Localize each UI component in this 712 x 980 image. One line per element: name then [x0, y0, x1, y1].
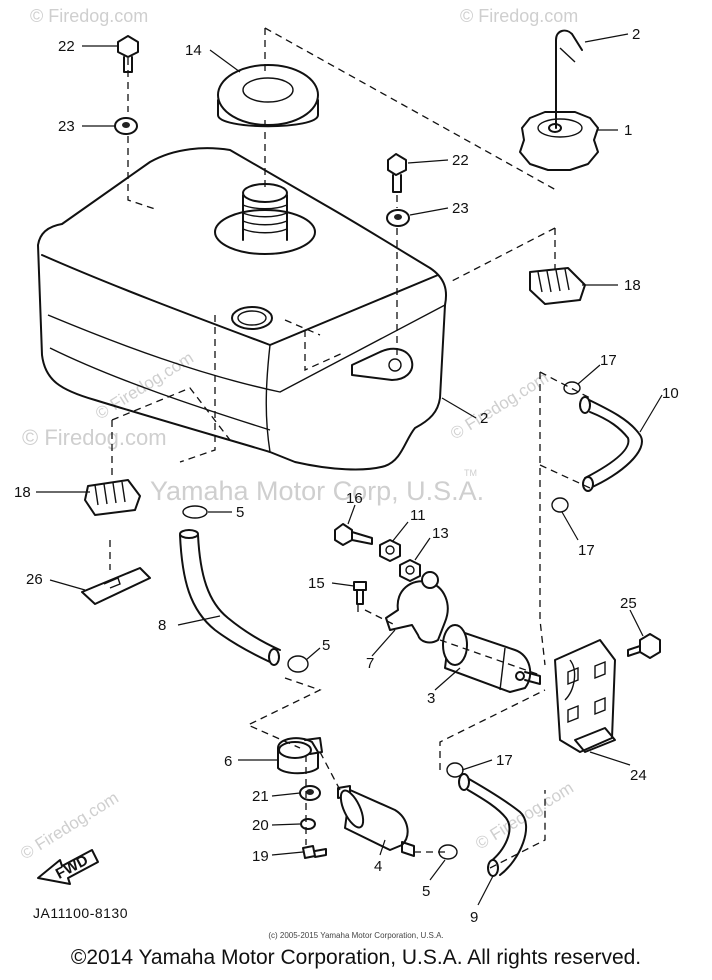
- callout-2-breather: 2: [632, 26, 640, 43]
- mounting-plate: [554, 639, 616, 753]
- callout-16: 16: [346, 490, 363, 507]
- callouts: 22 23 14 2 1 22 23 18 2 17 10 17 18 5 26…: [14, 26, 679, 926]
- fuel-hose-8: [179, 529, 281, 666]
- callout-3: 3: [427, 690, 435, 707]
- screw-16: [334, 523, 373, 546]
- fuel-hose-9: [458, 773, 528, 877]
- filter-holder: [277, 737, 323, 775]
- callout-26: 26: [26, 571, 43, 588]
- watermark-firedog-diagonal-right: © Firedog.com: [447, 368, 552, 443]
- fuel-hose-10: [579, 396, 643, 492]
- callout-24: 24: [630, 767, 647, 784]
- callout-5-top: 5: [236, 504, 244, 521]
- watermarks: © Firedog.com © Firedog.com © Firedog.co…: [17, 6, 578, 863]
- callout-9: 9: [470, 909, 478, 926]
- clip-5-mid: [287, 655, 309, 673]
- fuel-filter: [337, 785, 415, 857]
- fuel-tank: [37, 147, 448, 471]
- watermark-firedog-diagonal-left: © Firedog.com: [92, 348, 197, 423]
- callout-2-tank: 2: [480, 410, 488, 427]
- washer-20: [300, 818, 316, 830]
- callout-17-bottom: 17: [496, 752, 513, 769]
- callout-15: 15: [308, 575, 325, 592]
- watermark-firedog-top-right: © Firedog.com: [460, 6, 578, 26]
- tank-washer-left: [114, 117, 138, 135]
- clip-5-top: [182, 505, 208, 519]
- callout-23-right: 23: [452, 200, 469, 217]
- pump-bracket: [385, 571, 449, 644]
- callout-13: 13: [432, 525, 449, 542]
- fuel-system-diagram: © Firedog.com © Firedog.com © Firedog.co…: [14, 6, 679, 926]
- callout-18-right: 18: [624, 277, 641, 294]
- callout-20: 20: [252, 817, 269, 834]
- damper-rubber-left: [84, 479, 141, 516]
- callout-11: 11: [410, 507, 426, 524]
- washer-21: [299, 785, 321, 801]
- callout-7: 7: [366, 655, 374, 672]
- tank-cap-seal: [217, 64, 319, 128]
- callout-5-mid: 5: [322, 637, 330, 654]
- hose-clips: [182, 381, 581, 860]
- callout-18-left: 18: [14, 484, 31, 501]
- diagram-code: JA11100-8130: [33, 905, 128, 921]
- footer-small-copyright: (c) 2005-2015 Yamaha Motor Corporation, …: [268, 931, 444, 940]
- watermark-firedog-bottom-left: © Firedog.com: [17, 788, 122, 863]
- breather-pipe: [555, 29, 583, 129]
- callout-5-bottom: 5: [422, 883, 430, 900]
- fwd-label: FWD: [53, 852, 91, 883]
- callout-17-top: 17: [600, 352, 617, 369]
- callout-8: 8: [158, 617, 166, 634]
- footer-copyright: ©2014 Yamaha Motor Corporation, U.S.A. A…: [70, 946, 642, 969]
- nut-13: [399, 559, 421, 582]
- damper-rubber-right: [529, 267, 586, 305]
- callout-17-mid: 17: [578, 542, 595, 559]
- tank-band: [81, 567, 151, 605]
- tank-bolt-right: [387, 153, 407, 193]
- watermark-tm: TM: [464, 468, 477, 478]
- forward-arrow: FWD: [37, 849, 99, 885]
- watermark-yamaha: Yamaha Motor Corp, U.S.A.: [150, 476, 484, 506]
- clip-17-top: [563, 381, 581, 395]
- callout-22-right: 22: [452, 152, 469, 169]
- callout-14: 14: [185, 42, 202, 59]
- bolt-25: [627, 633, 661, 659]
- callout-23-left: 23: [58, 118, 75, 135]
- callout-1: 1: [624, 122, 632, 139]
- fuel-cap: [519, 111, 599, 171]
- watermark-firedog-mid-left: © Firedog.com: [22, 425, 167, 450]
- nut-11: [379, 539, 401, 562]
- callout-21: 21: [252, 788, 269, 805]
- callout-25: 25: [620, 595, 637, 612]
- callout-19: 19: [252, 848, 269, 865]
- tank-washer-right: [386, 209, 410, 227]
- clip-17-mid: [551, 497, 569, 513]
- screw-15: [353, 581, 367, 605]
- callout-6: 6: [224, 753, 232, 770]
- reference-lines: [109, 27, 591, 869]
- leader-lines: [36, 33, 663, 906]
- tank-bolt-left: [117, 35, 139, 73]
- callout-4: 4: [374, 858, 382, 875]
- watermark-firedog-top-left: © Firedog.com: [30, 6, 148, 26]
- callout-10: 10: [662, 385, 679, 402]
- screw-19: [302, 845, 327, 859]
- callout-22-left: 22: [58, 38, 75, 55]
